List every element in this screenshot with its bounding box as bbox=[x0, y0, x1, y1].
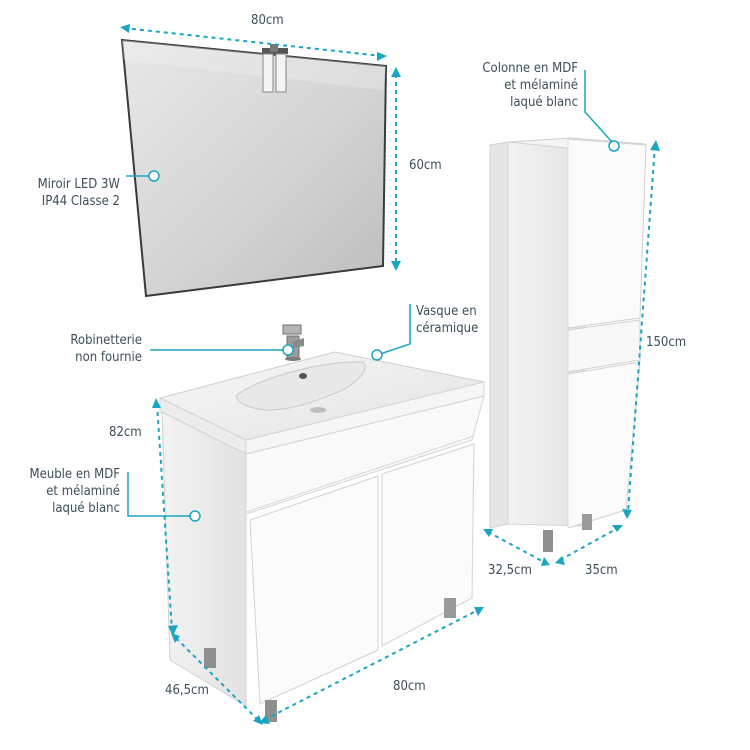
column-callout: Colonne en MDF et mélaminé laqué blanc bbox=[464, 60, 578, 111]
basin-callout-line1: Vasque en bbox=[416, 304, 477, 319]
faucet-callout-line2: non fournie bbox=[75, 350, 142, 365]
faucet-callout: Robinetterie non fournie bbox=[30, 332, 142, 366]
mirror-callout-line1: Miroir LED 3W bbox=[37, 177, 120, 192]
callout-dot-faucet bbox=[282, 344, 294, 356]
faucet-callout-line1: Robinetterie bbox=[70, 333, 142, 348]
column-width-label: 35cm bbox=[585, 563, 618, 578]
callout-dots bbox=[148, 140, 620, 522]
callout-dot-mirror bbox=[148, 170, 160, 182]
dim-line-cabinet-depth bbox=[175, 637, 259, 721]
led-lamp-icon bbox=[262, 44, 288, 93]
mirror-callout-line2: IP44 Classe 2 bbox=[41, 194, 120, 209]
dim-line-column-depth bbox=[487, 531, 545, 563]
faucet-icon bbox=[282, 324, 304, 361]
cabinet-callout-line3: laqué blanc bbox=[52, 501, 120, 516]
dim-line-mirror-width bbox=[123, 27, 383, 57]
column-callout-line3: laqué blanc bbox=[510, 95, 578, 110]
cabinet-width-label: 80cm bbox=[393, 679, 426, 694]
arrowheads bbox=[120, 24, 660, 725]
cabinet-callout-line1: Meuble en MDF bbox=[29, 467, 120, 482]
basin-callout-line2: céramique bbox=[416, 321, 479, 336]
column-height-label: 150cm bbox=[646, 335, 687, 350]
callout-leaders bbox=[126, 70, 613, 517]
mirror-height-label: 60cm bbox=[409, 158, 442, 173]
column-callout-line1: Colonne en MDF bbox=[482, 61, 578, 76]
dim-line-cabinet-height bbox=[156, 403, 173, 631]
basin-callout: Vasque en céramique bbox=[416, 303, 478, 337]
mirror-callout: Miroir LED 3W IP44 Classe 2 bbox=[14, 176, 120, 210]
callout-dot-cabinet bbox=[189, 510, 201, 522]
cabinet-height-label: 82cm bbox=[109, 425, 142, 440]
cabinet-callout: Meuble en MDF et mélaminé laqué blanc bbox=[6, 466, 120, 517]
mirror-width-label: 80cm bbox=[251, 13, 284, 28]
cabinet-depth-label: 46,5cm bbox=[165, 683, 209, 698]
callout-dot-column bbox=[608, 140, 620, 152]
column-cabinet bbox=[489, 137, 647, 552]
cabinet-callout-line2: et mélaminé bbox=[46, 484, 120, 499]
callout-dot-basin bbox=[371, 349, 383, 361]
column-callout-line2: et mélaminé bbox=[504, 78, 578, 93]
dim-line-column-height bbox=[627, 145, 656, 513]
mirror bbox=[120, 38, 388, 298]
column-depth-label: 32,5cm bbox=[488, 563, 532, 578]
dim-line-column-width bbox=[559, 527, 619, 561]
dim-line-cabinet-width bbox=[263, 609, 479, 721]
vanity-cabinet bbox=[158, 351, 485, 722]
dimension-lines bbox=[123, 27, 656, 721]
